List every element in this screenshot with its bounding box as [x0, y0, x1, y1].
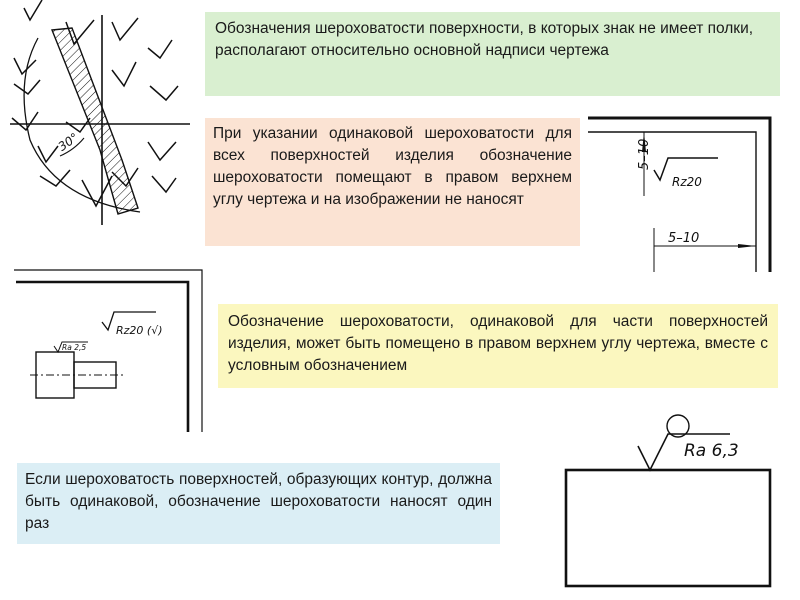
corner-all-drawing: Rz20 5–10 5–10: [588, 116, 772, 272]
corner-all-dim-horizontal: 5–10: [668, 231, 699, 246]
corner-part-symbol-label: Rz20 (√): [116, 324, 163, 337]
contour-circle-marker: [666, 414, 690, 438]
hatched-zone: [51, 27, 139, 215]
note-same-roughness-all: При указании одинаковой шероховатости дл…: [205, 118, 580, 246]
roughness-symbol-all: [653, 157, 718, 182]
note-same-roughness-all-text: При указании одинаковой шероховатости дл…: [213, 125, 572, 208]
contour-drawing: Ra 6,3: [564, 414, 772, 588]
roughness-marks: [11, 0, 179, 208]
corner-part-drawing: Rz20 (√) Ra 2,5: [14, 269, 203, 432]
corner-all-dim-vertical: 5–10: [637, 139, 652, 170]
note-contour: Если шероховатость поверхностей, образую…: [17, 463, 500, 544]
note-same-roughness-part: Обозначение шероховатости, одинаковой дл…: [218, 304, 778, 388]
fan-angle-label: 30°: [56, 130, 81, 154]
contour-rectangle: [564, 468, 772, 588]
contour-symbol-label: Ra 6,3: [684, 441, 739, 461]
roughness-symbol-part: [101, 311, 156, 332]
corner-all-symbol-label: Rz20: [672, 175, 702, 189]
corner-part-part-label: Ra 2,5: [62, 343, 86, 352]
note-same-roughness-part-text: Обозначение шероховатости, одинаковой дл…: [228, 313, 768, 374]
roughness-symbol-contour: [637, 433, 730, 472]
fan-drawing: 30°: [10, 0, 190, 225]
note-no-shelf: Обозначения шероховатости поверхности, в…: [205, 12, 780, 96]
note-no-shelf-text: Обозначения шероховатости поверхности, в…: [215, 20, 754, 59]
note-contour-text: Если шероховатость поверхностей, образую…: [25, 471, 492, 532]
